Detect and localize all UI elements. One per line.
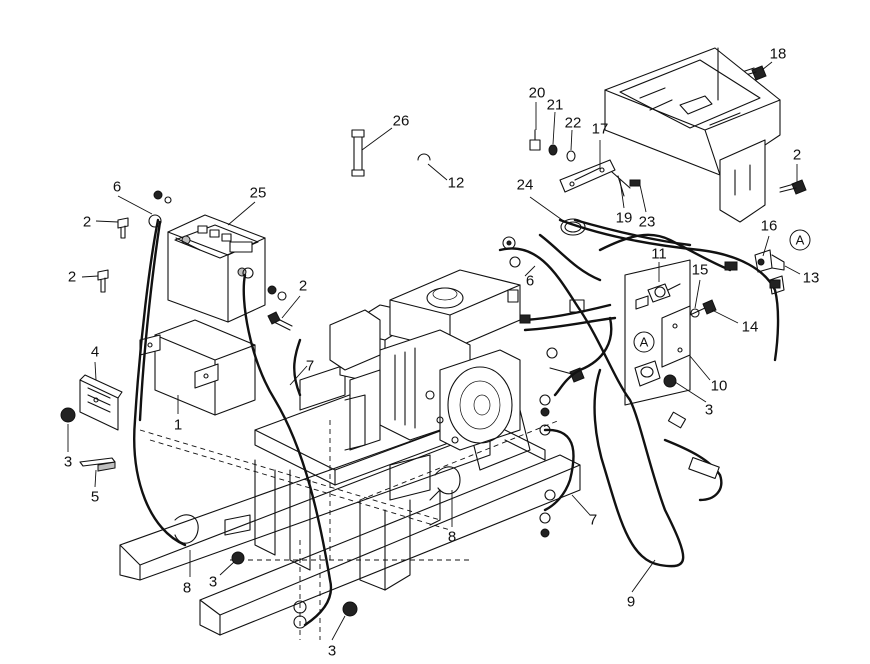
callout-5: 5	[91, 489, 99, 506]
callout-15: 15	[692, 262, 709, 279]
callout-6: 6	[113, 179, 121, 196]
callout-16: 16	[761, 218, 778, 235]
reference-letter: A	[796, 233, 805, 248]
callout-22: 22	[565, 115, 582, 132]
callout-21: 21	[547, 97, 564, 114]
callout-6: 6	[526, 273, 534, 290]
callout-labels: 26 12 20 21 22 17 18 2 24 19 23 16 13 11…	[64, 46, 820, 660]
callout-14: 14	[742, 319, 759, 336]
reference-letter: A	[640, 335, 649, 350]
callout-24: 24	[517, 177, 534, 194]
callout-12: 12	[448, 175, 465, 192]
callout-23: 23	[639, 214, 656, 231]
leader-lines	[67, 61, 801, 641]
callout-7: 7	[306, 358, 314, 375]
reference-marker-A-panel: A	[633, 331, 655, 353]
callout-11: 11	[651, 246, 667, 263]
battery-tray	[139, 319, 256, 416]
callout-8: 8	[448, 529, 456, 546]
engine-assembly	[329, 269, 585, 461]
callout-7: 7	[589, 512, 597, 529]
bolts-and-nuts	[60, 65, 807, 617]
callout-25: 25	[250, 185, 267, 202]
callout-3: 3	[328, 643, 336, 660]
callout-17: 17	[592, 121, 609, 138]
callout-2: 2	[793, 147, 801, 164]
callout-26: 26	[393, 113, 410, 130]
callout-13: 13	[803, 270, 820, 287]
reference-marker-A-upper: A	[789, 229, 811, 251]
battery-hold-down	[79, 374, 123, 472]
callout-8: 8	[183, 580, 191, 597]
callout-9: 9	[627, 594, 635, 611]
callout-2: 2	[68, 269, 76, 286]
callout-18: 18	[770, 46, 787, 63]
callout-1: 1	[174, 417, 182, 434]
fender-panel	[604, 47, 781, 223]
pin-and-clip	[351, 129, 431, 177]
control-bracket	[559, 159, 641, 197]
callout-10: 10	[711, 378, 728, 395]
callout-4: 4	[91, 344, 99, 361]
callout-20: 20	[529, 85, 546, 102]
callout-3: 3	[209, 574, 217, 591]
wiring	[133, 214, 781, 629]
callout-19: 19	[616, 210, 633, 227]
callout-2: 2	[299, 278, 307, 295]
callout-3: 3	[705, 402, 713, 419]
switch-panel	[624, 259, 691, 406]
callout-3: 3	[64, 454, 72, 471]
callout-2: 2	[83, 214, 91, 231]
battery	[167, 214, 266, 323]
